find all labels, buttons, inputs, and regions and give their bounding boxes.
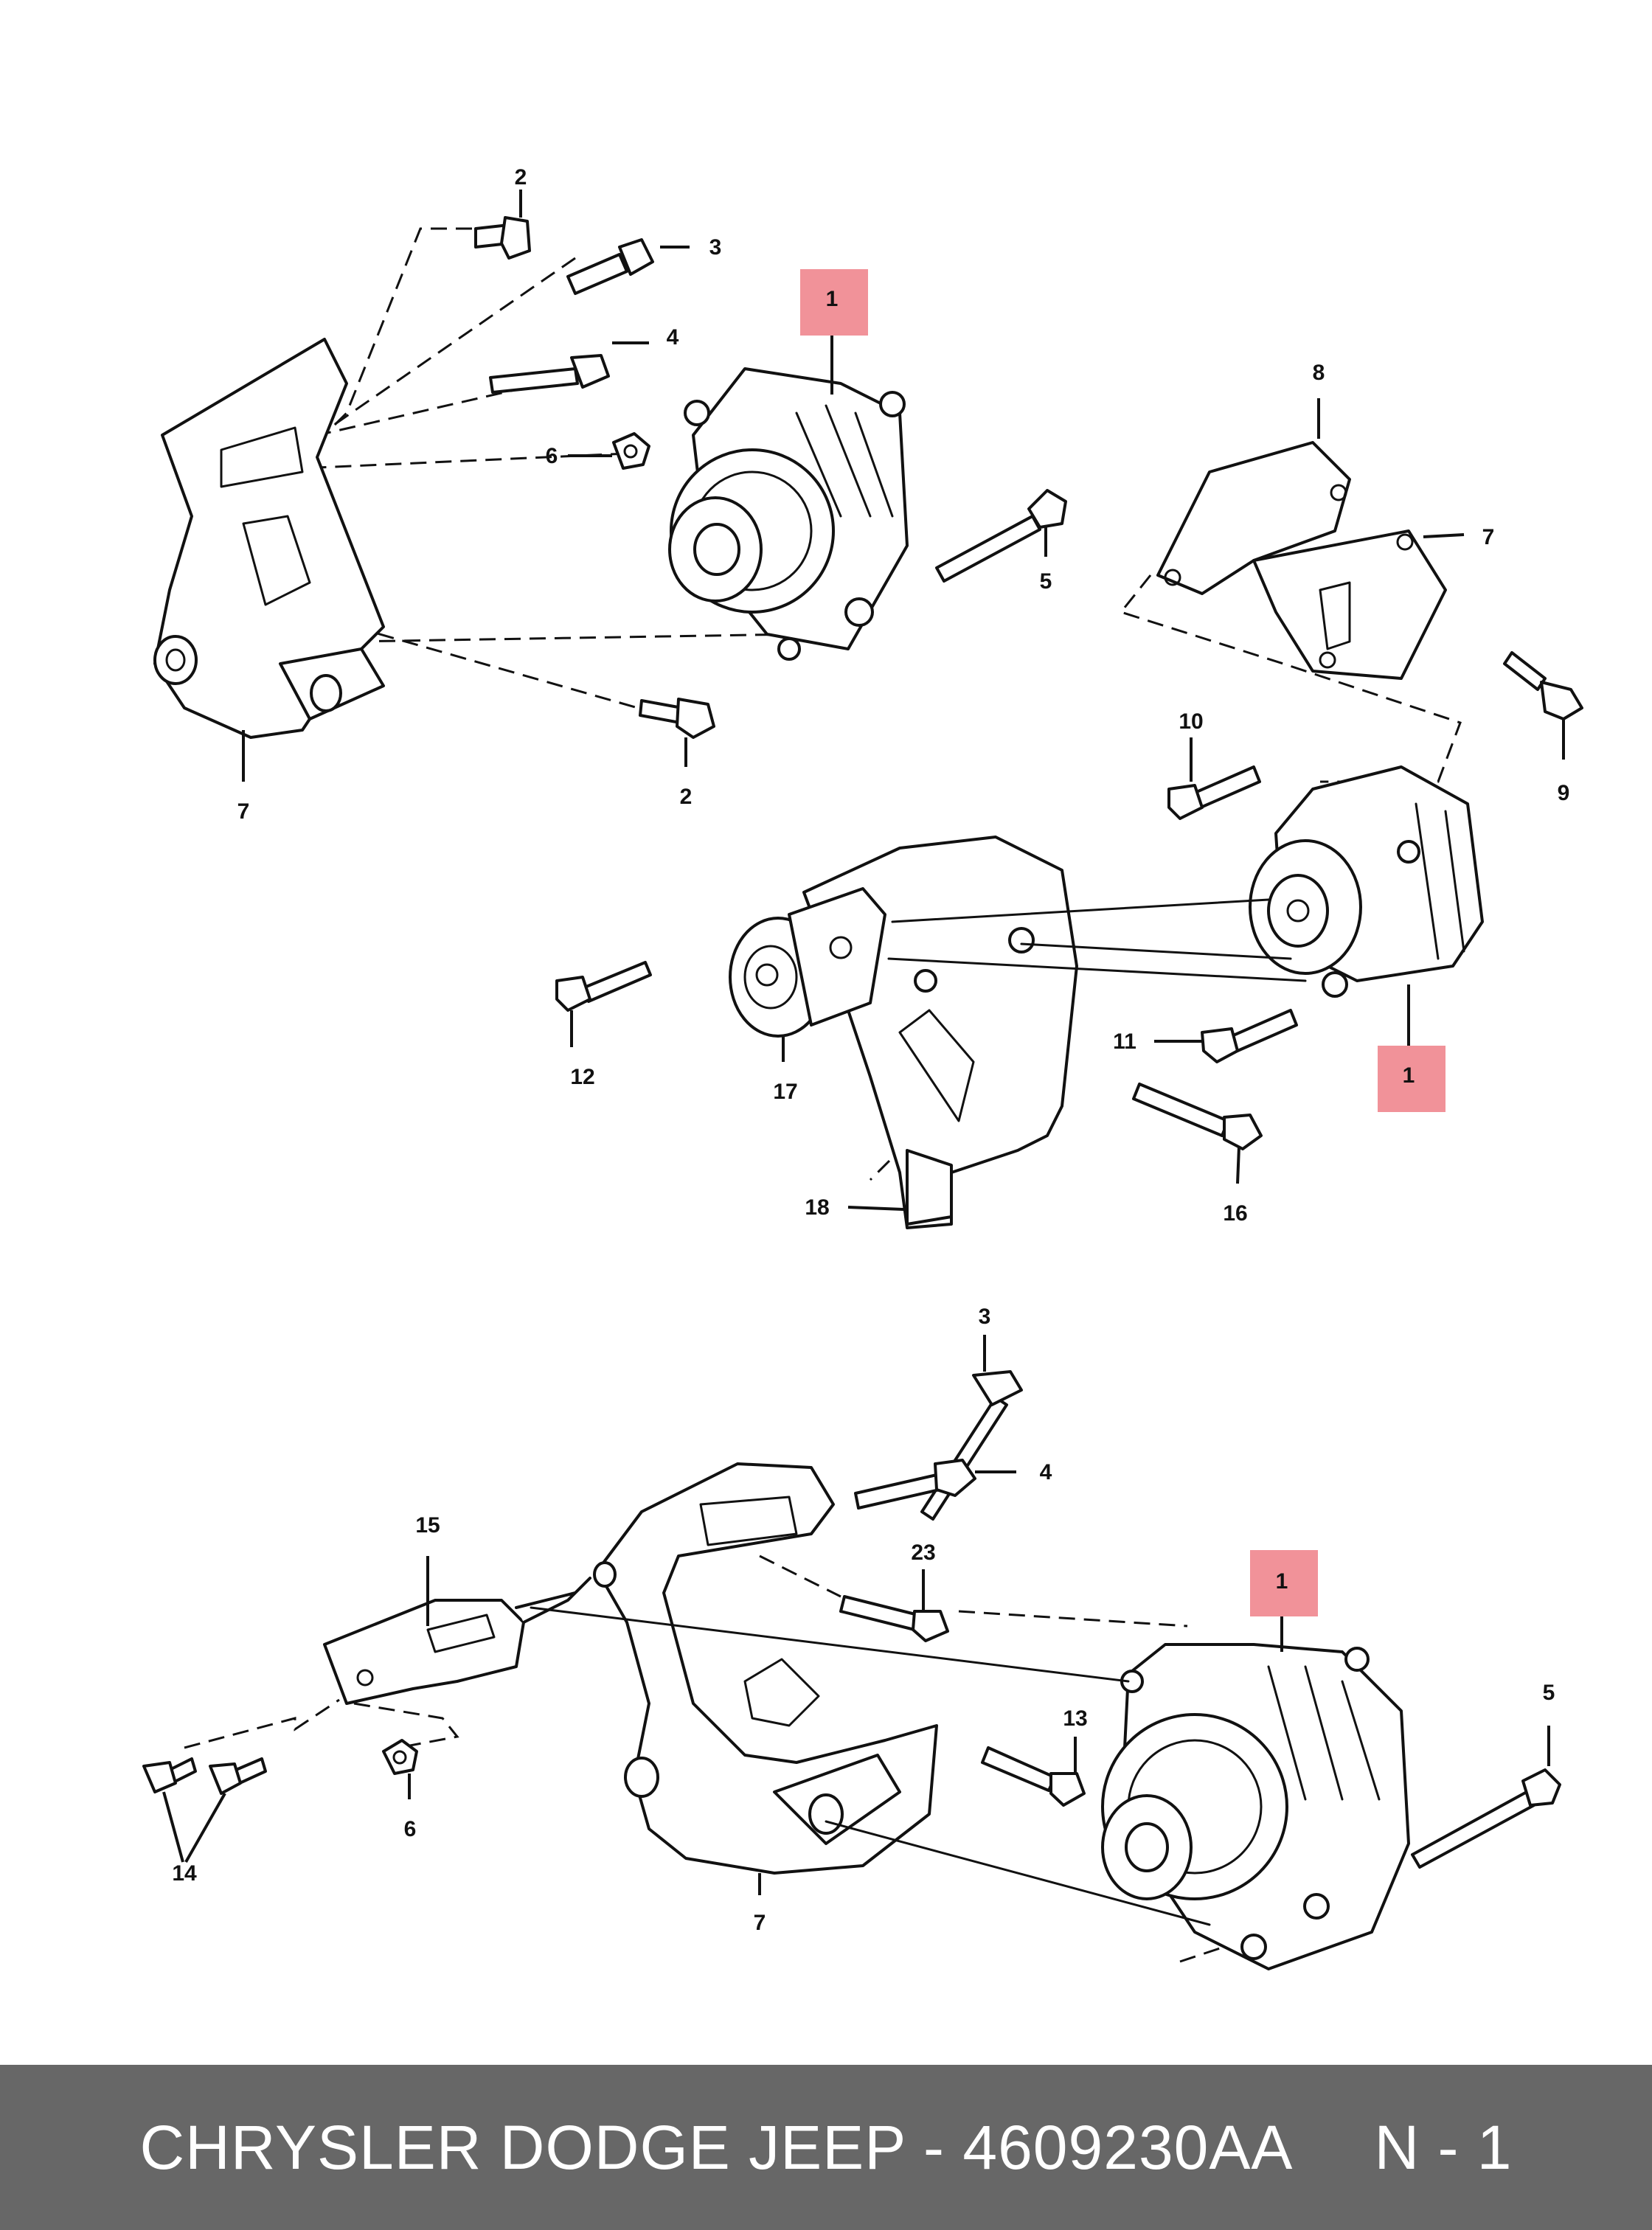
alternator-b [1249,765,1484,998]
highlight-1-mid [1378,1046,1446,1112]
bolt-3 [566,238,654,295]
callout-7-mid: 7 [1482,525,1495,549]
callout-1-top: 1 [826,287,839,311]
bolts-14 [142,1757,267,1795]
callout-6-bottom: 6 [404,1817,417,1841]
footer-bar: CHRYSLER DODGE JEEP - 4609230AA N - 1 [0,2065,1652,2230]
highlight-1-top [800,269,868,336]
callout-13: 13 [1063,1706,1087,1731]
callout-5-bottom: 5 [1543,1681,1555,1705]
nut-6-top [612,432,650,470]
bolt-4 [489,354,610,394]
bracket-8 [1156,441,1351,595]
callout-8: 8 [1313,361,1325,385]
footer-brand-part-number: CHRYSLER DODGE JEEP - 4609230AA [139,2112,1294,2182]
bolt-11 [1201,1009,1298,1063]
callout-9: 9 [1558,781,1570,805]
bolt-12 [555,961,652,1012]
callout-10: 10 [1179,709,1203,734]
bolt-4-bottom [854,1459,976,1510]
mounting-bracket-7-bottom [593,1462,938,1875]
callout-18: 18 [805,1195,829,1220]
bracket-7-small [1252,529,1447,680]
bolt-13 [981,1746,1086,1807]
nut-6-bottom [382,1739,418,1775]
assembly-c: 3 4 15 23 1 5 13 14 6 7 [142,1305,1561,1970]
callout-23: 23 [911,1540,935,1565]
bolt-10 [1167,765,1261,820]
callout-12: 12 [570,1065,594,1089]
callout-7-bottom: 7 [754,1911,766,1935]
bolt-2-bottom [639,698,715,739]
callout-16: 16 [1223,1201,1247,1226]
callout-1-mid: 1 [1403,1063,1415,1088]
bolt-5-top [935,489,1067,583]
callout-3-top: 3 [709,235,722,260]
callout-17: 17 [773,1080,797,1104]
assembly-b: 8 7 9 10 12 17 11 1 16 18 [555,361,1583,1229]
callout-3-bottom: 3 [979,1305,991,1329]
callout-7-top: 7 [237,799,250,824]
assembly-a: 2 3 4 6 1 5 7 2 [153,165,1067,824]
highlight-1-bottom [1250,1550,1318,1616]
callout-14: 14 [172,1861,197,1886]
callout-6-top: 6 [546,444,558,468]
callout-5-top: 5 [1040,569,1052,594]
exploded-parts-diagram: 2 3 4 6 1 5 7 2 [142,165,1583,1970]
bolt-23 [839,1595,949,1642]
alternator-c [1101,1643,1410,1970]
callout-4-bottom: 4 [1040,1460,1052,1484]
bolt-2-top [474,216,531,260]
alternator-a [668,367,909,661]
mounting-bracket [153,338,385,739]
bolt-9 [1503,651,1583,720]
tensioner-17 [729,887,886,1038]
bolt-16 [1132,1083,1263,1150]
footer-page-label: N - 1 [1374,2112,1513,2182]
bracket-15 [323,1577,591,1705]
callout-1-bottom: 1 [1276,1569,1288,1594]
callout-11: 11 [1113,1029,1136,1054]
bolt-5-bottom [1411,1768,1561,1869]
callout-4-top: 4 [667,325,679,350]
callout-2-top: 2 [515,165,527,190]
callout-2-bottom: 2 [680,785,693,809]
bolt-3-bottom [920,1370,1023,1521]
callout-15: 15 [415,1513,440,1538]
